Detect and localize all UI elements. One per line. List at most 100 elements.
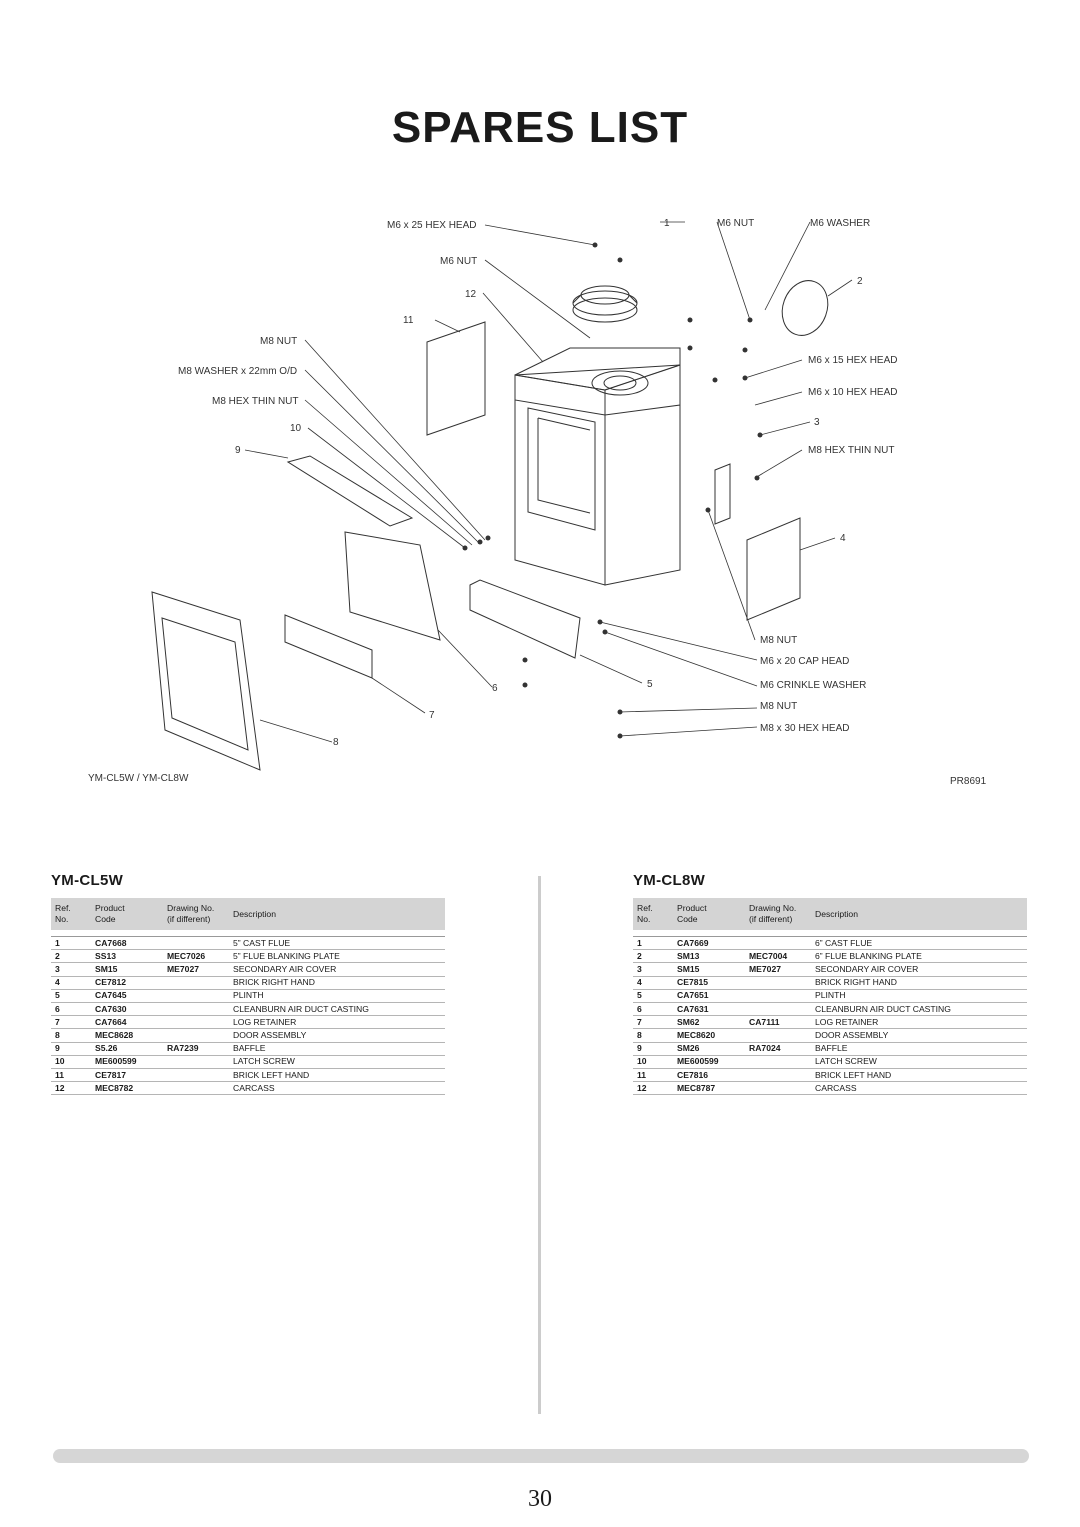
callout-8: 8 [333, 737, 339, 748]
product-code-cell: S5.26 [91, 1042, 163, 1056]
description-cell: DOOR ASSEMBLY [811, 1028, 1027, 1043]
ref-cell: 12 [51, 1081, 91, 1096]
ref-cell: 2 [633, 949, 673, 964]
header-description: Description [815, 908, 858, 919]
callout-m8-washer: M8 WASHER x 22mm O/D [178, 366, 297, 377]
product-code-cell: SM15 [673, 962, 745, 977]
brick-left-drawing [426, 321, 486, 436]
description-cell: BRICK LEFT HAND [811, 1068, 1027, 1083]
callout-m8-thin-right: M8 HEX THIN NUT [808, 445, 895, 456]
product-code-cell: SM26 [673, 1042, 745, 1056]
product-code-cell: CA7669 [673, 936, 745, 951]
model-title: YM-CL8W [633, 872, 706, 889]
door-assembly-drawing [151, 591, 261, 771]
callout-m6-nut-left: M6 NUT [440, 256, 477, 267]
ref-cell: 10 [633, 1055, 673, 1070]
blanking-plate-drawing [781, 280, 829, 336]
product-code-cell: CE7816 [673, 1068, 745, 1083]
drawing-no-cell: CA7111 [745, 1015, 811, 1030]
callout-9: 9 [235, 445, 241, 456]
footer-bar [53, 1449, 1029, 1463]
callout-7: 7 [429, 710, 435, 721]
product-code-cell: MEC8787 [673, 1081, 745, 1096]
callout-m6x15: M6 x 15 HEX HEAD [808, 355, 897, 366]
ref-cell: 8 [633, 1028, 673, 1043]
header-description: Description [233, 908, 276, 919]
product-code-cell: CA7630 [91, 1002, 163, 1017]
ref-cell: 8 [51, 1028, 91, 1043]
drawing-no-cell: RA7239 [163, 1042, 229, 1056]
description-cell: LOG RETAINER [811, 1015, 1027, 1030]
description-cell: LOG RETAINER [229, 1015, 445, 1030]
description-cell: 5” FLUE BLANKING PLATE [229, 949, 445, 964]
callout-2: 2 [857, 276, 863, 287]
drawing-no-cell [745, 1081, 811, 1096]
callout-m8x30: M8 x 30 HEX HEAD [760, 723, 849, 734]
ref-cell: 1 [51, 936, 91, 951]
callout-m8-thin-left: M8 HEX THIN NUT [212, 396, 299, 407]
product-code-cell: CA7668 [91, 936, 163, 951]
product-code-cell: MEC8620 [673, 1028, 745, 1043]
drawing-no-cell [163, 1002, 229, 1017]
callout-m8-nut-right: M8 NUT [760, 635, 797, 646]
ref-cell: 10 [51, 1055, 91, 1070]
product-code-cell: MEC8628 [91, 1028, 163, 1043]
ref-cell: 9 [633, 1042, 673, 1056]
product-code-cell: SS13 [91, 949, 163, 964]
description-cell: BRICK RIGHT HAND [811, 976, 1027, 990]
product-code-cell: CA7631 [673, 1002, 745, 1017]
product-code-cell: ME600599 [91, 1055, 163, 1070]
carcass-drawing [514, 347, 681, 586]
ref-cell: 7 [51, 1015, 91, 1030]
product-code-cell: ME600599 [673, 1055, 745, 1070]
callout-m6-crinkle: M6 CRINKLE WASHER [760, 680, 866, 691]
callout-m6-washer: M6 WASHER [810, 218, 870, 229]
model-title: YM-CL5W [51, 872, 124, 889]
ref-cell: 9 [51, 1042, 91, 1056]
ref-cell: 3 [51, 962, 91, 977]
callout-m6x25: M6 x 25 HEX HEAD [387, 220, 476, 231]
ref-cell: 4 [633, 976, 673, 990]
drawing-no-cell: ME7027 [745, 962, 811, 977]
drawing-no-cell [745, 1002, 811, 1017]
drawing-no-cell [163, 1055, 229, 1070]
ref-cell: 11 [633, 1068, 673, 1083]
callout-m8-nut-bottom: M8 NUT [760, 701, 797, 712]
ref-cell: 5 [633, 989, 673, 1004]
callout-m6x20: M6 x 20 CAP HEAD [760, 656, 849, 667]
callout-5: 5 [647, 679, 653, 690]
cast-flue-drawing [572, 285, 638, 323]
description-cell: BRICK LEFT HAND [229, 1068, 445, 1083]
header-drawing-no: Drawing No.(if different) [167, 903, 215, 924]
drawing-no-cell: RA7024 [745, 1042, 811, 1056]
ref-cell: 7 [633, 1015, 673, 1030]
drawing-no-cell [163, 1028, 229, 1043]
drawing-no-cell [745, 1028, 811, 1043]
product-code-cell: CA7651 [673, 989, 745, 1004]
description-cell: BRICK RIGHT HAND [229, 976, 445, 990]
ref-cell: 2 [51, 949, 91, 964]
page-title: SPARES LIST [391, 103, 689, 152]
exploded-parts-diagram: M6 x 25 HEX HEAD 1 M6 NUT M6 WASHER M6 N… [88, 218, 987, 787]
ref-cell: 3 [633, 962, 673, 977]
baffle-drawing [286, 455, 414, 527]
description-cell: SECONDARY AIR COVER [229, 962, 445, 977]
description-cell: PLINTH [811, 989, 1027, 1004]
